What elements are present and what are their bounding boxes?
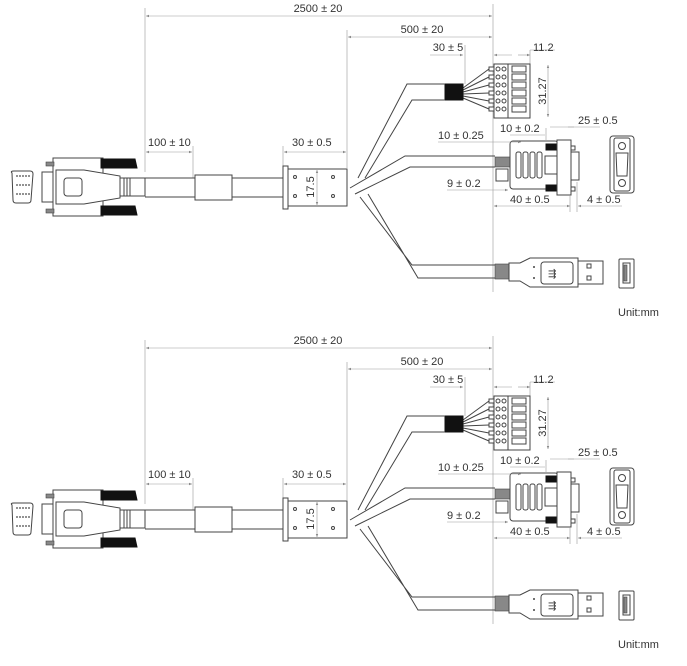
usb-branch-cable [359, 193, 495, 279]
svg-text:2500 ± 20: 2500 ± 20 [294, 3, 343, 15]
usb-front-view [618, 590, 635, 621]
svg-text:40 ± 0.5: 40 ± 0.5 [510, 194, 550, 206]
dimension-terminal-height: 31.27 [537, 65, 550, 117]
svg-text:100 ± 10: 100 ± 10 [148, 137, 191, 149]
svg-text:11.2: 11.2 [533, 42, 554, 54]
vga-connector [41, 157, 146, 217]
dimension-db9-latch: 9 ± 0.2 [447, 510, 508, 524]
terminal-branch-cable [357, 83, 445, 179]
dimension-db9-face: 25 ± 0.5 [568, 115, 618, 128]
svg-text:9 ± 0.2: 9 ± 0.2 [447, 510, 481, 522]
db9-connector [494, 139, 580, 196]
svg-text:17.5: 17.5 [305, 176, 317, 197]
svg-text:10 ± 0.2: 10 ± 0.2 [500, 455, 540, 467]
terminal-block-connector [488, 395, 531, 451]
usb-front-view [618, 258, 635, 289]
svg-text:40 ± 0.5: 40 ± 0.5 [510, 526, 550, 538]
dimension-terminal-width: 11.2 [494, 374, 555, 396]
heat-shrink-sleeve [444, 415, 464, 433]
svg-text:30 ± 5: 30 ± 5 [433, 42, 464, 54]
svg-text:31.27: 31.27 [537, 409, 549, 437]
svg-text:100 ± 10: 100 ± 10 [148, 469, 191, 481]
dimension-db9-pitch: 10 ± 0.2 [500, 455, 574, 472]
dimension-db9-boot: 10 ± 0.25 [438, 462, 521, 476]
dimension-branch-length: 500 ± 20 [348, 24, 492, 39]
usb-icon: ⇶ [548, 268, 556, 280]
dimension-total-length: 2500 ± 20 [146, 335, 492, 350]
dimension-db9-length: 40 ± 0.5 [494, 182, 578, 212]
db9-front-view [609, 467, 635, 526]
dimension-db9-pitch: 10 ± 0.2 [500, 123, 574, 140]
dimension-terminal-height: 31.27 [537, 397, 550, 449]
dimension-db9-latch: 9 ± 0.2 [447, 178, 508, 192]
db9-branch-cable [349, 487, 495, 527]
svg-text:4 ± 0.5: 4 ± 0.5 [587, 526, 621, 538]
cable-sleeve [194, 506, 233, 533]
svg-text:17.5: 17.5 [305, 508, 317, 529]
vga-connector [41, 489, 146, 549]
svg-text:25 ± 0.5: 25 ± 0.5 [578, 115, 618, 127]
svg-text:9 ± 0.2: 9 ± 0.2 [447, 178, 481, 190]
dimension-total-length: 2500 ± 20 [146, 3, 492, 18]
dimension-branch-length: 500 ± 20 [348, 356, 492, 371]
dimension-db9-screw: 4 ± 0.5 [578, 194, 622, 208]
dimension-db9-length: 40 ± 0.5 [494, 514, 578, 544]
terminal-branch-cable [357, 415, 445, 511]
svg-text:2500 ± 20: 2500 ± 20 [294, 335, 343, 347]
dimension-db9-face: 25 ± 0.5 [568, 447, 618, 460]
unit-label: Unit:mm [618, 639, 659, 651]
dimension-db9-boot: 10 ± 0.25 [438, 130, 521, 144]
vga-front-view [10, 502, 34, 536]
usb-a-connector: ⇶ [494, 589, 604, 620]
svg-text:30 ± 0.5: 30 ± 0.5 [292, 469, 332, 481]
stripped-wires [462, 400, 490, 442]
db9-front-view [609, 135, 635, 194]
dimension-strip-length: 30 ± 5 [430, 42, 466, 84]
usb-a-connector: ⇶ [494, 257, 604, 288]
svg-text:4 ± 0.5: 4 ± 0.5 [587, 194, 621, 206]
svg-text:11.2: 11.2 [533, 374, 554, 386]
svg-text:10 ± 0.25: 10 ± 0.25 [438, 462, 484, 474]
terminal-block-connector [488, 63, 531, 119]
svg-text:30 ± 5: 30 ± 5 [433, 374, 464, 386]
vga-front-view [10, 170, 34, 204]
dimension-terminal-width: 11.2 [494, 42, 555, 64]
drawing-panel: 2500 ± 20 500 ± 20 30 ± 5 11.2 31.27 [10, 3, 659, 319]
dimension-vga-sleeve: 100 ± 10 [146, 469, 192, 486]
dimension-db9-screw: 4 ± 0.5 [578, 526, 622, 540]
db9-branch-cable [349, 155, 495, 195]
dimension-splitter-length: 30 ± 0.5 [284, 137, 346, 154]
dimension-splitter-length: 30 ± 0.5 [284, 469, 346, 486]
heat-shrink-sleeve [444, 83, 464, 101]
svg-text:30 ± 0.5: 30 ± 0.5 [292, 137, 332, 149]
svg-text:500 ± 20: 500 ± 20 [401, 24, 444, 36]
svg-text:10 ± 0.25: 10 ± 0.25 [438, 130, 484, 142]
cable-sleeve [194, 174, 233, 201]
stripped-wires [462, 68, 490, 110]
dimension-strip-length: 30 ± 5 [430, 374, 466, 416]
usb-branch-cable [359, 525, 495, 611]
svg-text:10 ± 0.2: 10 ± 0.2 [500, 123, 540, 135]
splitter-housing: 17.5 [282, 165, 348, 210]
drawing-panel: 2500 ± 20 500 ± 20 30 ± 5 11.2 31.27 [10, 335, 659, 651]
db9-connector [494, 471, 580, 528]
dimension-vga-sleeve: 100 ± 10 [146, 137, 192, 154]
unit-label: Unit:mm [618, 307, 659, 319]
svg-text:31.27: 31.27 [537, 77, 549, 105]
usb-icon: ⇶ [548, 600, 556, 612]
svg-text:500 ± 20: 500 ± 20 [401, 356, 444, 368]
svg-text:25 ± 0.5: 25 ± 0.5 [578, 447, 618, 459]
splitter-housing: 17.5 [282, 497, 348, 542]
